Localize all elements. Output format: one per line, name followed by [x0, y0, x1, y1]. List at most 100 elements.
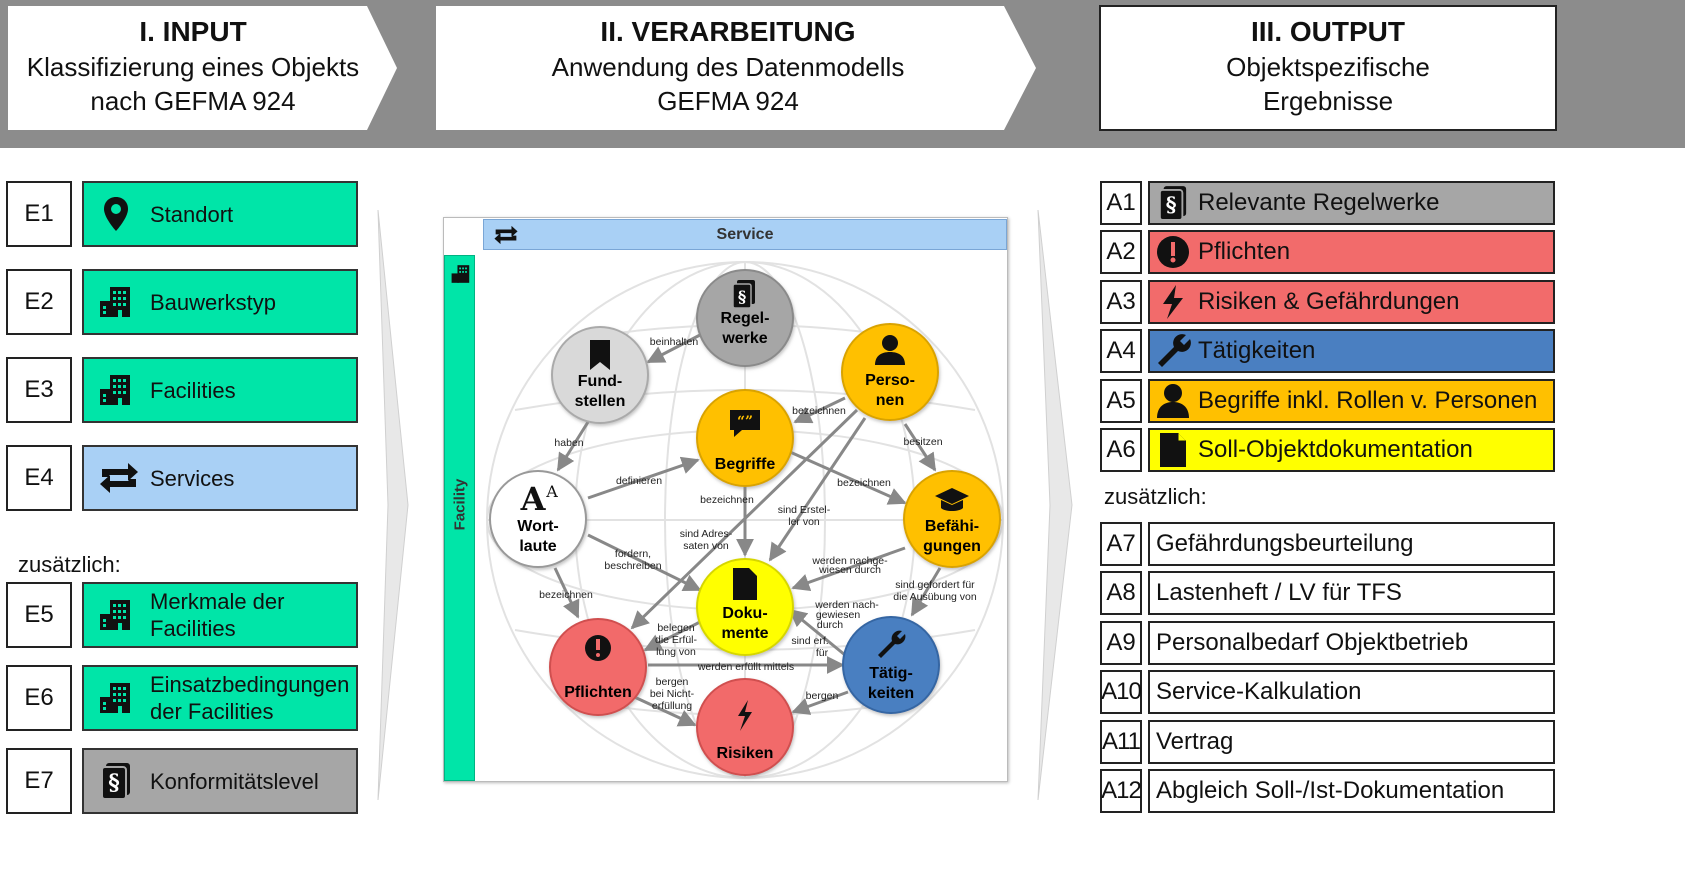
node-wortlaute	[489, 470, 587, 568]
header-arrows	[8, 5, 1557, 131]
edge-label: definieren	[616, 475, 662, 487]
service-bar-label: Service	[716, 225, 774, 243]
edge-label: werden nachge-	[811, 555, 888, 567]
edge-label: erfüllung	[652, 700, 692, 712]
processing-header-line1: Anwendung des Datenmodells	[551, 52, 905, 82]
output-code-a8: A8	[1100, 571, 1142, 615]
node-label: Wort-	[517, 518, 558, 535]
svg-text:§: §	[108, 770, 120, 796]
node-label: Pflichten	[564, 684, 632, 701]
output-service-kalkulation[interactable]: Service-Kalkulation	[1148, 670, 1555, 714]
svg-text:“”: “”	[737, 414, 753, 430]
outputs-extra-label: zusätzlich:	[1104, 484, 1207, 509]
building-icon	[450, 264, 472, 289]
edge-label: saten von	[683, 540, 729, 552]
input-label-line2: der Facilities	[150, 699, 274, 724]
edge-label: sind Adres-	[680, 528, 733, 540]
node-label: Befähi-	[925, 518, 979, 535]
output-soll-objektdokumentation[interactable]: Soll-Objektdokumentation	[1148, 428, 1555, 472]
edge-label: ler von	[788, 516, 820, 528]
graduation-cap-icon	[935, 488, 969, 511]
edge-dokumente-pflichten	[643, 620, 701, 652]
output-label: Soll-Objektdokumentation	[1198, 436, 1473, 463]
input-services[interactable]: Services	[82, 445, 358, 511]
output-pflichten[interactable]: Pflichten	[1148, 230, 1555, 274]
input-facilities[interactable]: Facilities	[82, 357, 358, 423]
input-code-e7: E7	[6, 748, 72, 814]
document-icon	[733, 568, 757, 600]
input-bauwerkstyp[interactable]: Bauwerkstyp	[82, 269, 358, 335]
edge-wortlaute-pflichten	[553, 567, 580, 619]
output-label: Vertrag	[1156, 728, 1234, 755]
edge-label: für	[816, 647, 829, 659]
input-header-line1: Klassifizierung eines Objekts	[26, 52, 360, 82]
input-standort[interactable]: Standort	[82, 181, 358, 247]
edge-regelwerke-fundstellen	[646, 333, 701, 364]
edge-fundstellen-wortlaute	[556, 421, 590, 472]
input-flow-chevron	[377, 209, 409, 801]
edge-label: beinhalten	[650, 336, 699, 348]
output-code-a11: A11	[1100, 720, 1142, 764]
edge-label: werden nach-	[814, 599, 879, 611]
output-abgleich-dokumentation[interactable]: Abgleich Soll-/Ist-Dokumentation	[1148, 769, 1555, 813]
output-code-a2: A2	[1100, 230, 1142, 274]
output-vertrag[interactable]: Vertrag	[1148, 720, 1555, 764]
edges	[553, 333, 942, 727]
output-relevante-regelwerke[interactable]: § Relevante Regelwerke	[1148, 181, 1555, 225]
output-begriffe-rollen[interactable]: Begriffe inkl. Rollen v. Personen	[1148, 379, 1555, 423]
node-label: Fund-	[578, 373, 622, 390]
output-label: Personalbedarf Objektbetrieb	[1156, 629, 1469, 656]
input-label: Konformitätslevel	[150, 768, 319, 794]
output-code-a3: A3	[1100, 280, 1142, 324]
output-lastenheft[interactable]: Lastenheft / LV für TFS	[1148, 571, 1555, 615]
edge-label: die Ausübung von	[893, 591, 977, 603]
edge-taetigkeiten-risiken	[791, 690, 849, 715]
svg-text:§: §	[738, 287, 746, 306]
node-personen	[841, 323, 939, 421]
edge-label: fordern,	[615, 548, 651, 560]
edge-personen-begriffe	[793, 396, 846, 424]
output-risiken[interactable]: Risiken & Gefährdungen	[1148, 280, 1555, 324]
node-label: werke	[721, 330, 767, 347]
edge-personen-befaehigungen	[903, 423, 937, 472]
paragraph-document-icon: §	[1154, 184, 1192, 222]
edge-befaehigungen-dokumente	[791, 546, 906, 592]
edge-labels: beinhalten haben definieren bezeichnen b…	[539, 336, 977, 712]
edge-label: belegen	[657, 622, 695, 634]
edge-pflichten-risiken	[629, 693, 697, 727]
output-label: Relevante Regelwerke	[1198, 189, 1440, 216]
node-label: keiten	[868, 685, 914, 702]
input-label-line2: Facilities	[150, 616, 236, 641]
edge-label: bezeichnen	[837, 477, 891, 489]
processing-header-title: II. VERARBEITUNG	[600, 16, 856, 47]
edge-wortlaute-begriffe	[587, 456, 700, 500]
node-label: stellen	[575, 393, 626, 410]
input-code-e3: E3	[6, 357, 72, 423]
building-icon	[96, 595, 136, 635]
output-header: III. OUTPUT Objektspezifische Ergebnisse	[1100, 14, 1556, 118]
svg-text:A: A	[545, 482, 558, 501]
node-risiken	[696, 678, 794, 776]
output-code-a9: A9	[1100, 621, 1142, 665]
lightning-icon	[1154, 283, 1192, 321]
edge-label: sind erf.	[791, 635, 828, 647]
output-code-a7: A7	[1100, 522, 1142, 566]
output-label: Abgleich Soll-/Ist-Dokumentation	[1156, 777, 1505, 804]
output-label: Service-Kalkulation	[1156, 678, 1362, 705]
node-label: Tätig-	[869, 665, 913, 682]
inputs-extra-label: zusätzlich:	[18, 552, 121, 577]
output-personalbedarf[interactable]: Personalbedarf Objektbetrieb	[1148, 621, 1555, 665]
node-fundstellen	[551, 326, 649, 424]
processing-header-line2: GEFMA 924	[657, 86, 799, 116]
output-gefaehrdungsbeurteilung[interactable]: Gefährdungsbeurteilung	[1148, 522, 1555, 566]
output-label: Tätigkeiten	[1198, 337, 1316, 364]
facility-bar-label: Facility	[451, 478, 469, 531]
output-taetigkeiten[interactable]: Tätigkeiten	[1148, 329, 1555, 373]
input-konformitaetslevel[interactable]: § Konformitätslevel	[82, 748, 358, 814]
edge-begriffe-befaehigungen	[789, 450, 907, 505]
